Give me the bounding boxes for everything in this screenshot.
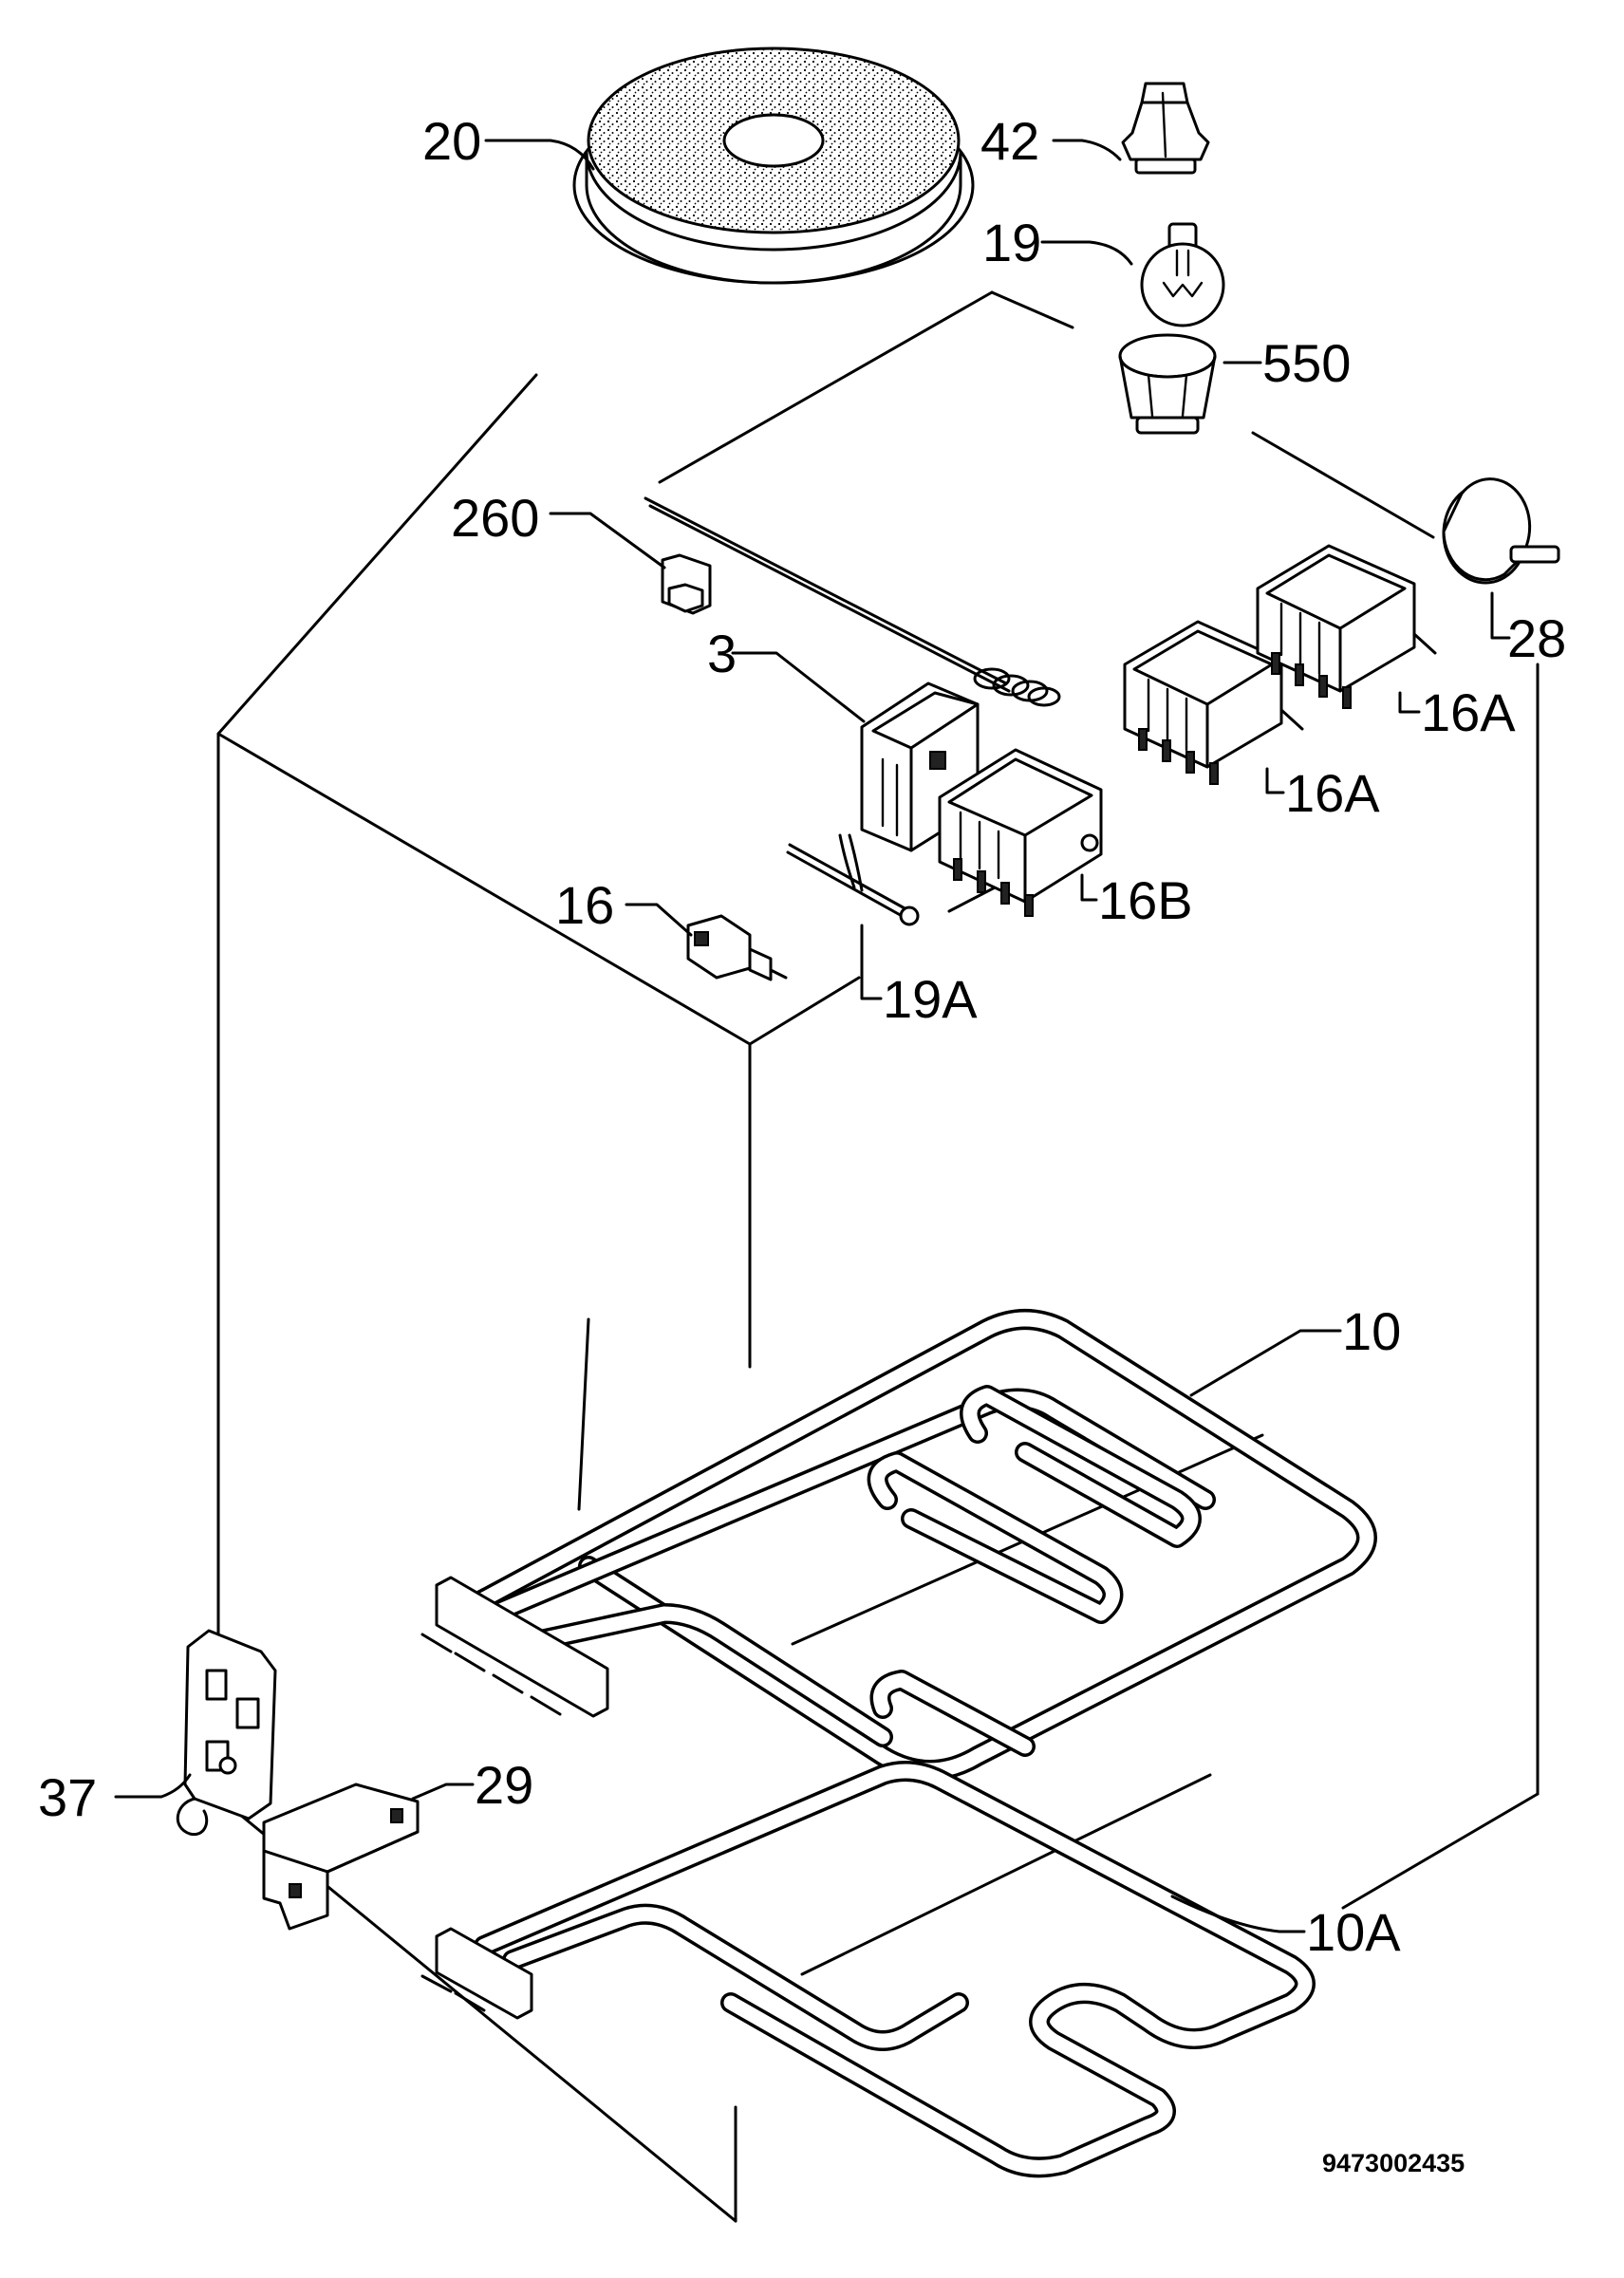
selector-switch-16a-upper-part [1256, 544, 1437, 709]
lamp-bulb-part [1140, 222, 1225, 327]
temperature-sensor-part [786, 833, 920, 926]
callout-10: 10 [1342, 1301, 1401, 1361]
lamp-holder-part [1118, 333, 1217, 435]
selector-switch-16b-part [938, 748, 1103, 917]
thermostat-capillary [644, 496, 1061, 707]
callout-labels: 20 42 19 550 260 28 3 16A 16A 16 16B 19A… [38, 111, 1566, 2177]
callout-37: 37 [38, 1767, 97, 1827]
door-lock-part [176, 1629, 277, 1837]
leader-lines [114, 139, 1511, 1933]
callout-19a: 19A [883, 969, 978, 1029]
callout-20: 20 [422, 111, 481, 171]
callout-16a-lower: 16A [1285, 763, 1380, 823]
callout-28: 28 [1507, 608, 1566, 668]
callout-260: 260 [451, 488, 539, 548]
callout-42: 42 [980, 111, 1039, 171]
push-switch-part [686, 914, 788, 981]
callout-16b: 16B [1098, 870, 1193, 930]
callout-16a-upper: 16A [1421, 682, 1516, 742]
control-knob-part [1442, 477, 1560, 585]
bracket-clip-part [661, 553, 712, 615]
oven-cavity-outline [216, 290, 1540, 2223]
grill-element-part [420, 1309, 1377, 1781]
microswitch-part [262, 1783, 420, 1931]
lamp-cover-part [1121, 82, 1210, 175]
drawing-code: 9473002435 [1322, 2149, 1465, 2177]
bottom-element-part [420, 1761, 1316, 2178]
callout-19: 19 [982, 213, 1041, 272]
hob-plate-part [572, 47, 975, 285]
callout-10a: 10A [1306, 1902, 1401, 1962]
callout-550: 550 [1262, 333, 1351, 393]
callout-29: 29 [475, 1755, 533, 1815]
callout-3: 3 [707, 624, 737, 683]
callout-16: 16 [555, 875, 614, 935]
